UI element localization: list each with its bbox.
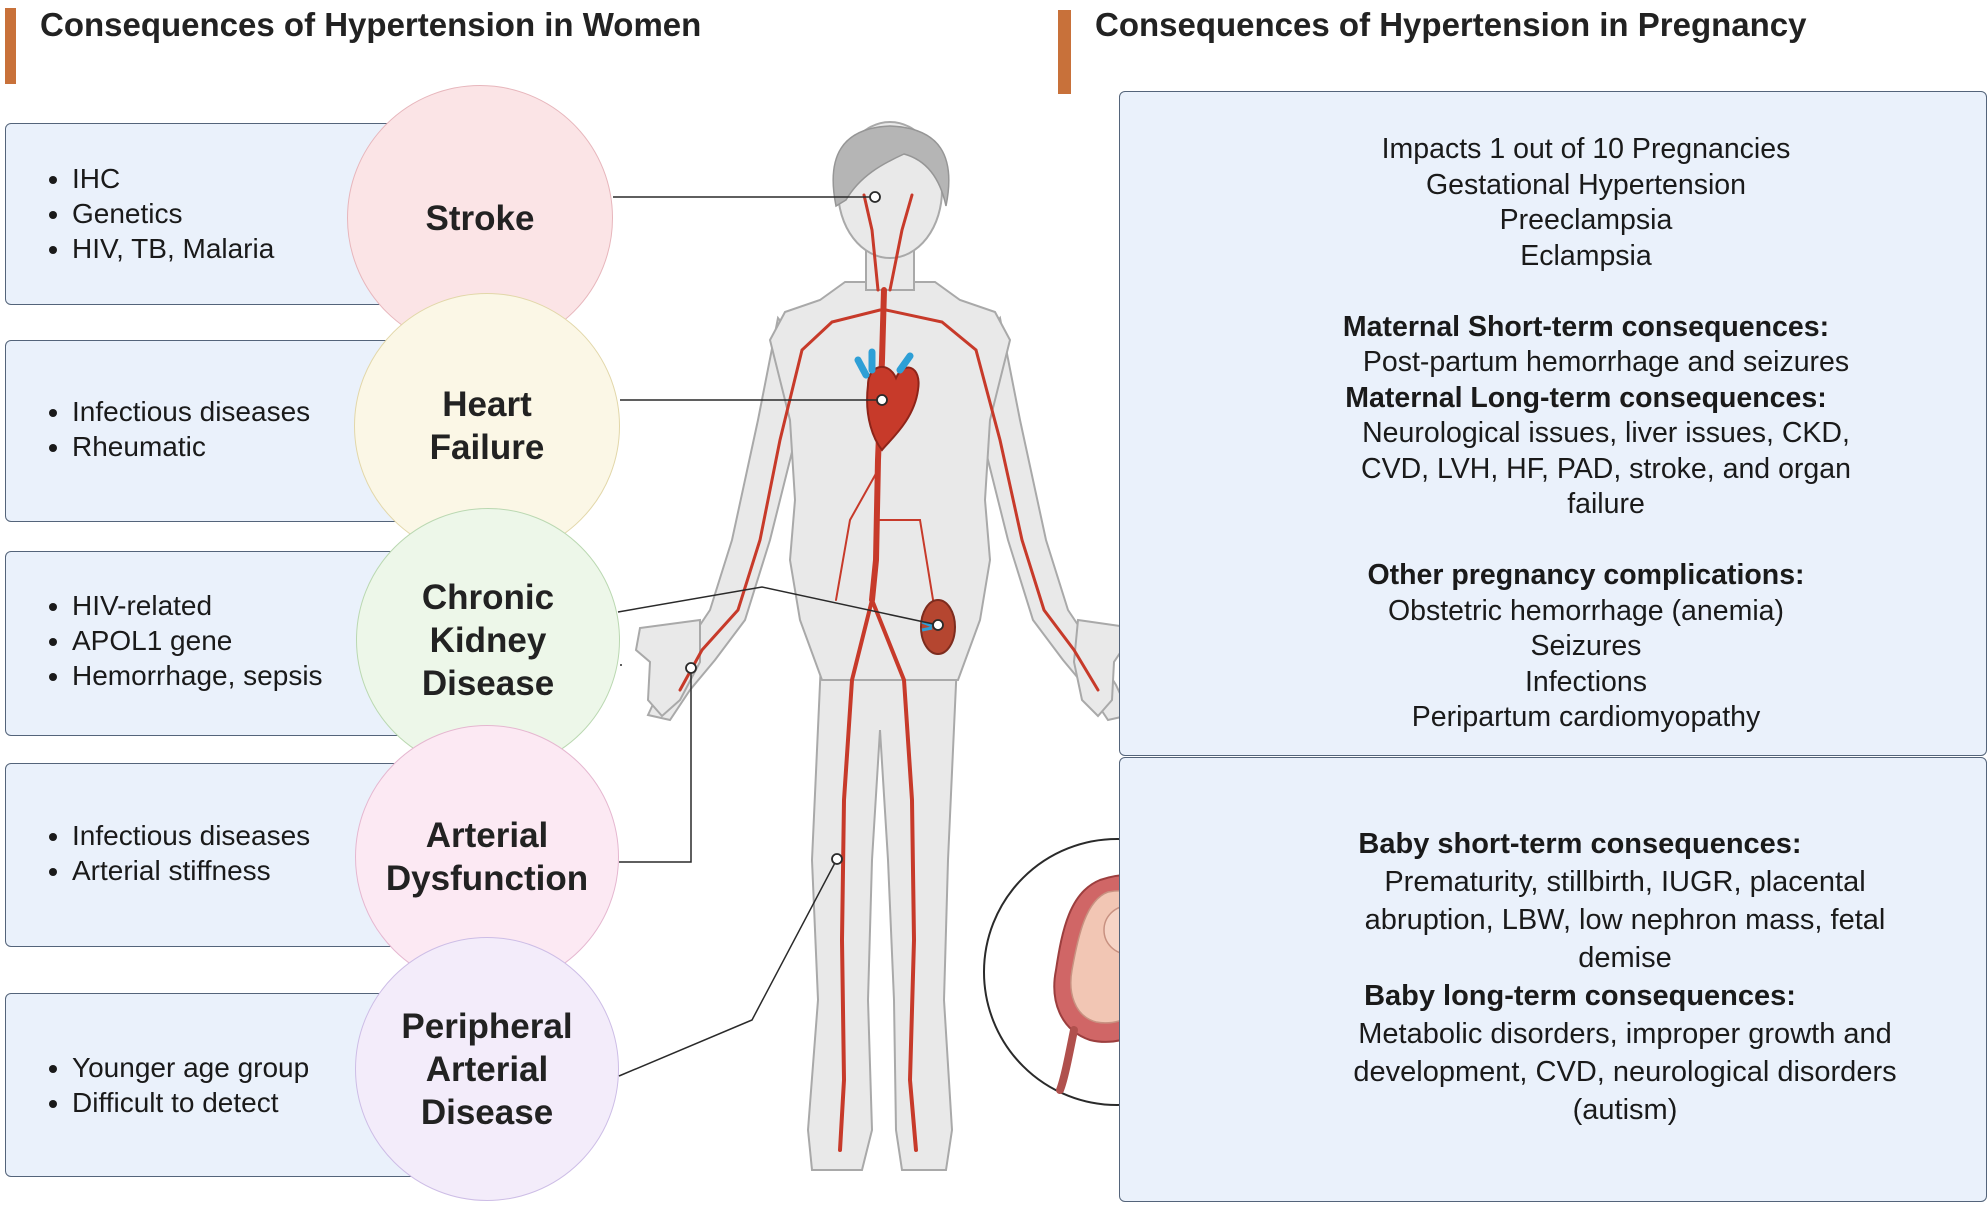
connector-lines	[613, 196, 939, 1077]
ckd-factors-box: HIV-related APOL1 gene Hemorrhage, sepsi…	[5, 551, 425, 736]
pregnancy-impact-stat: Impacts 1 out of 10 Pregnancies	[1381, 133, 1791, 165]
heart-failure-factors-list: Infectious diseases Rheumatic	[6, 394, 310, 464]
baby-short-term-line: Prematurity, stillbirth, IUGR, placental	[1384, 866, 1866, 898]
maternal-short-term-heading: Maternal Short-term consequences:	[1342, 310, 1830, 343]
maternal-consequences-text: Impacts 1 out of 10 Pregnancies Gestatio…	[1270, 132, 1902, 736]
arterial-dysfunction-label: Arterial Dysfunction	[385, 816, 589, 898]
right-title-accent-bar	[1058, 10, 1071, 94]
heart-organ-icon	[854, 348, 920, 452]
baby-long-term-line: Metabolic disorders, improper growth and	[1358, 1018, 1892, 1050]
hypertension-type-item: Gestational Hypertension	[1425, 168, 1746, 201]
list-item: Arterial stiffness	[72, 853, 310, 888]
hypertension-type-item: Preeclampsia	[1499, 204, 1673, 236]
right-section-title: Consequences of Hypertension in Pregnanc…	[1095, 6, 1807, 43]
maternal-consequences-panel	[1119, 91, 1987, 756]
list-item: Younger age group	[72, 1050, 309, 1085]
list-item: HIV-related	[72, 588, 323, 623]
stroke-circle: Stroke	[347, 85, 613, 351]
baby-short-term-heading: Baby short-term consequences:	[1358, 828, 1802, 860]
other-complications-heading: Other pregnancy complications:	[1367, 559, 1805, 591]
hypertension-type-item: Eclampsia	[1520, 239, 1652, 272]
other-complication-item: Obstetric hemorrhage (anemia)	[1388, 594, 1784, 627]
list-item: Rheumatic	[72, 429, 310, 464]
list-item: Genetics	[72, 196, 274, 231]
female-body-illustration	[634, 121, 1132, 1171]
left-section-title: Consequences of Hypertension in Women	[40, 6, 702, 43]
list-item: Infectious diseases	[72, 818, 310, 853]
stroke-label: Stroke	[425, 198, 535, 238]
baby-long-term-line: (autism)	[1572, 1094, 1678, 1126]
pad-factors-list: Younger age group Difficult to detect	[6, 1050, 309, 1120]
text-spacer	[1270, 523, 1902, 559]
pad-label: Peripheral Arterial Disease	[401, 1006, 573, 1132]
other-complication-item: Peripartum cardiomyopathy	[1411, 701, 1761, 733]
other-complication-item: Infections	[1525, 665, 1647, 698]
baby-consequences-panel	[1119, 757, 1987, 1202]
baby-short-term-line: abruption, LBW, low nephron mass, fetal	[1364, 904, 1886, 936]
maternal-long-term-heading: Maternal Long-term consequences:	[1345, 381, 1827, 414]
connector-endpoints	[685, 191, 944, 865]
text-spacer	[1270, 274, 1902, 310]
list-item: IHC	[72, 161, 274, 196]
stroke-factors-box: IHC Genetics HIV, TB, Malaria	[5, 123, 425, 305]
pad-circle: Peripheral Arterial Disease	[355, 937, 619, 1201]
maternal-long-term-line: CVD, LVH, HF, PAD, stroke, and organ	[1361, 452, 1851, 485]
list-item: APOL1 gene	[72, 623, 323, 658]
stroke-factors-list: IHC Genetics HIV, TB, Malaria	[6, 161, 274, 266]
baby-short-term-line: demise	[1578, 942, 1672, 974]
maternal-short-term-text: Post-partum hemorrhage and seizures	[1362, 346, 1850, 378]
other-complication-item: Seizures	[1530, 630, 1642, 662]
ckd-factors-list: HIV-related APOL1 gene Hemorrhage, sepsi…	[6, 588, 323, 693]
maternal-long-term-line: failure	[1567, 488, 1645, 520]
baby-long-term-line: development, CVD, neurological disorders	[1353, 1056, 1897, 1088]
list-item: HIV, TB, Malaria	[72, 231, 274, 266]
artery-network	[678, 193, 1100, 1152]
baby-consequences-text: Baby short-term consequences: Prematurit…	[1280, 825, 1970, 1129]
ckd-label: Chronic Kidney Disease	[421, 577, 555, 703]
list-item: Difficult to detect	[72, 1085, 309, 1120]
arterial-dysfunction-factors-list: Infectious diseases Arterial stiffness	[6, 818, 310, 888]
maternal-long-term-line: Neurological issues, liver issues, CKD,	[1362, 417, 1850, 449]
list-item: Infectious diseases	[72, 394, 310, 429]
list-item: Hemorrhage, sepsis	[72, 658, 323, 693]
baby-long-term-heading: Baby long-term consequences:	[1364, 980, 1796, 1012]
heart-failure-label: Heart Failure	[429, 385, 545, 467]
left-title-accent-bar	[5, 8, 16, 84]
